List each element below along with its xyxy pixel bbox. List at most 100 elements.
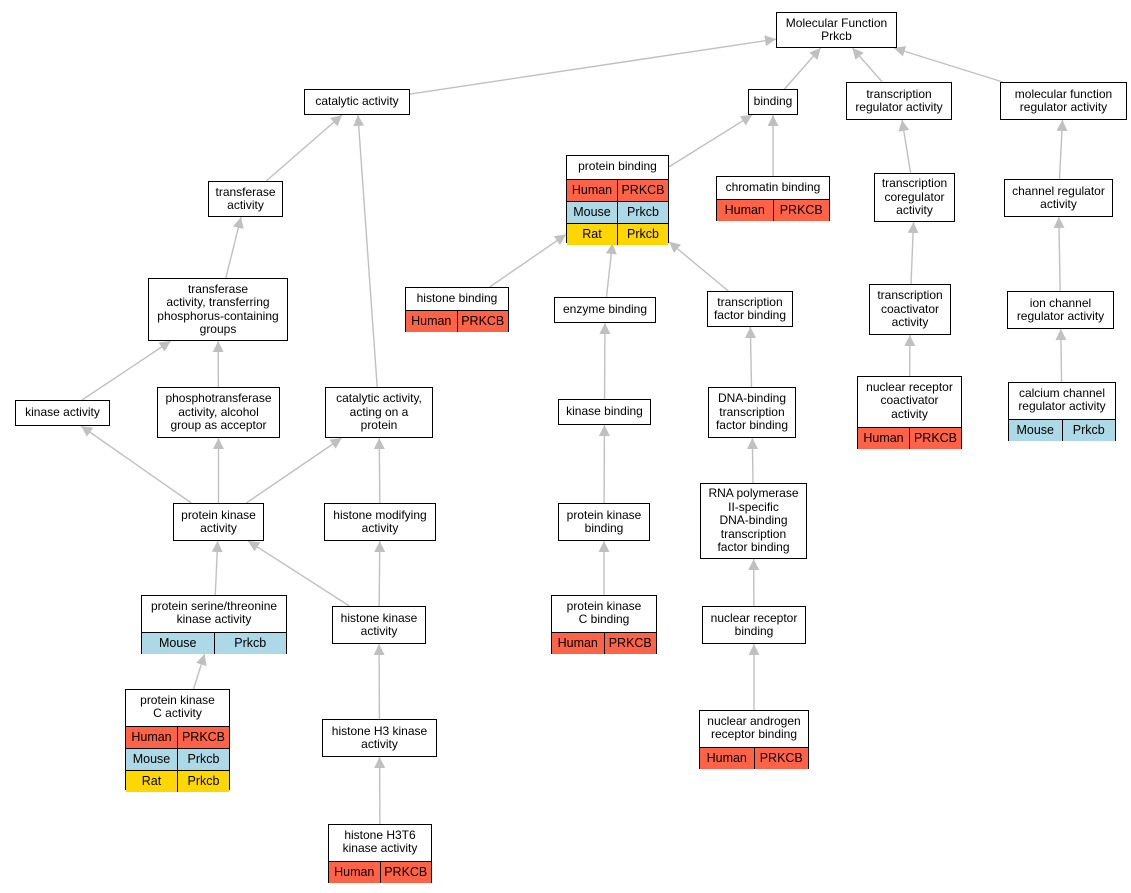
go-term-label: channel regulator activity [1012,183,1105,211]
go-term-label: transcription factor binding [713,294,787,322]
go-term-label: protein kinase C activity [140,693,215,721]
go-term-node-tfb[interactable]: transcription factor binding [707,291,793,327]
go-term-label: kinase activity [25,405,100,420]
edge-catalytic-to-mf [409,35,777,95]
go-term-label: transferase activity, transferring phosp… [157,281,279,336]
gene-symbol: PRKCB [772,200,829,221]
go-term-label: protein binding [578,159,657,173]
edge-cat-protein-to-catalytic [353,114,378,388]
go-term-label: catalytic activity, acting on a protein [336,391,422,433]
gene-symbol: Prkcb [617,224,668,245]
go-term-node-catalytic[interactable]: catalytic activity [304,89,410,115]
edge-hist-kinase-to-hist-mod [374,540,386,607]
go-term-node-hist-mod[interactable]: histone modifying activity [324,503,436,541]
go-term-node-rnap[interactable]: RNA polymerase II-specific DNA-binding t… [700,483,807,559]
edge-protein-binding-to-binding [668,114,753,168]
go-term-node-pk-activity[interactable]: protein kinase activity [173,503,264,541]
go-term-label: nuclear receptor binding [710,610,798,638]
go-term-node-kinase-activity[interactable]: kinase activity [15,400,110,426]
gene-symbol: PRKCB [909,428,961,449]
species-label: Mouse [1009,420,1062,441]
go-term-node-tcoact[interactable]: transcription coactivator activity [869,284,951,335]
gene-symbol: Prkcb [1061,420,1115,441]
go-term-node-h3-kinase[interactable]: histone H3 kinase activity [322,719,437,757]
species-label: Human [717,200,773,221]
go-term-node-enzyme-binding[interactable]: enzyme binding [554,297,656,323]
go-term-label: histone H3T6 kinase activity [342,828,418,856]
go-term-label: binding [753,94,793,109]
species-label: Mouse [567,202,617,223]
go-term-node-transferase[interactable]: transferase activity [208,181,283,217]
go-term-node-ionreg[interactable]: ion channel regulator activity [1007,291,1114,329]
edge-tra-to-mf [851,47,883,83]
gene-symbol: Prkcb [213,633,286,654]
go-term-label: protein kinase activity [181,507,256,535]
edge-chreg-to-mfra [1056,119,1068,180]
go-term-node-cat-protein[interactable]: catalytic activity, acting on a protein [325,387,433,438]
go-term-label: kinase binding [566,404,643,419]
go-term-label: histone kinase activity [340,610,418,638]
go-term-node-tatp[interactable]: transferase activity, transferring phosp… [148,278,288,341]
go-term-node-phospho-alcohol[interactable]: phosphotransferase activity, alcohol gro… [157,387,280,438]
go-term-label: catalytic activity [315,94,399,109]
go-term-node-chreg[interactable]: channel regulator activity [1004,179,1113,217]
edge-kinase-activity-to-tatp [81,340,172,401]
go-term-node-pk-binding[interactable]: protein kinase binding [558,503,650,541]
go-term-label: RNA polymerase II-specific DNA-binding t… [708,486,799,555]
gene-symbol: PRKCB [603,633,656,654]
species-label: Human [552,633,604,654]
go-term-node-tra[interactable]: transcription regulator activity [846,82,952,120]
go-term-node-mfra[interactable]: molecular function regulator activity [1000,82,1127,120]
go-term-node-nr-binding[interactable]: nuclear receptor binding [702,606,806,644]
gene-symbol: PRKCB [379,862,431,883]
gene-symbol: Prkcb [177,749,229,770]
edge-dbtfb-to-tfb [745,326,757,388]
edge-histone-binding-to-protein-binding [489,233,567,288]
go-term-label: phosphotransferase activity, alcohol gro… [165,391,272,433]
go-term-label: transcription coregulator activity [881,176,948,218]
edge-binding-to-mf [783,47,822,90]
edge-pkc-activity-to-pst-kinase [192,653,207,690]
go-term-label: transferase activity [215,184,276,212]
go-term-label: protein kinase C binding [566,599,642,627]
edge-tcoreg-to-tra [898,119,912,174]
go-term-label: histone H3 kinase activity [331,723,428,751]
go-term-label: protein serine/threonine kinase activity [150,599,278,627]
edge-tfb-to-protein-binding [668,241,729,292]
go-term-node-kinase-binding[interactable]: kinase binding [558,399,651,425]
edge-hist-mod-to-cat-protein [373,437,385,504]
go-term-node-tcoreg[interactable]: transcription coregulator activity [874,173,955,222]
go-term-label: DNA-binding transcription factor binding [715,391,789,433]
go-term-label: transcription coactivator activity [877,288,943,330]
go-term-node-dbtfb[interactable]: DNA-binding transcription factor binding [708,387,796,438]
go-term-label: molecular function regulator activity [1014,86,1113,114]
go-term-node-pst-kinase[interactable]: protein serine/threonine kinase activity… [141,595,287,654]
edge-tcoact-to-tcoreg [907,221,919,285]
go-term-node-hist-kinase[interactable]: histone kinase activity [332,606,426,644]
species-label: Human [406,311,457,332]
go-term-label: enzyme binding [562,302,648,317]
edge-pk-activity-to-kinase-activity [80,425,192,504]
go-term-node-binding[interactable]: binding [748,89,798,115]
edge-pk-activity-to-cat-protein [245,437,343,504]
edge-pst-kinase-to-pk-activity [211,540,223,596]
species-label: Mouse [142,633,214,654]
go-term-node-mf[interactable]: Molecular Function Prkcb [776,12,897,48]
